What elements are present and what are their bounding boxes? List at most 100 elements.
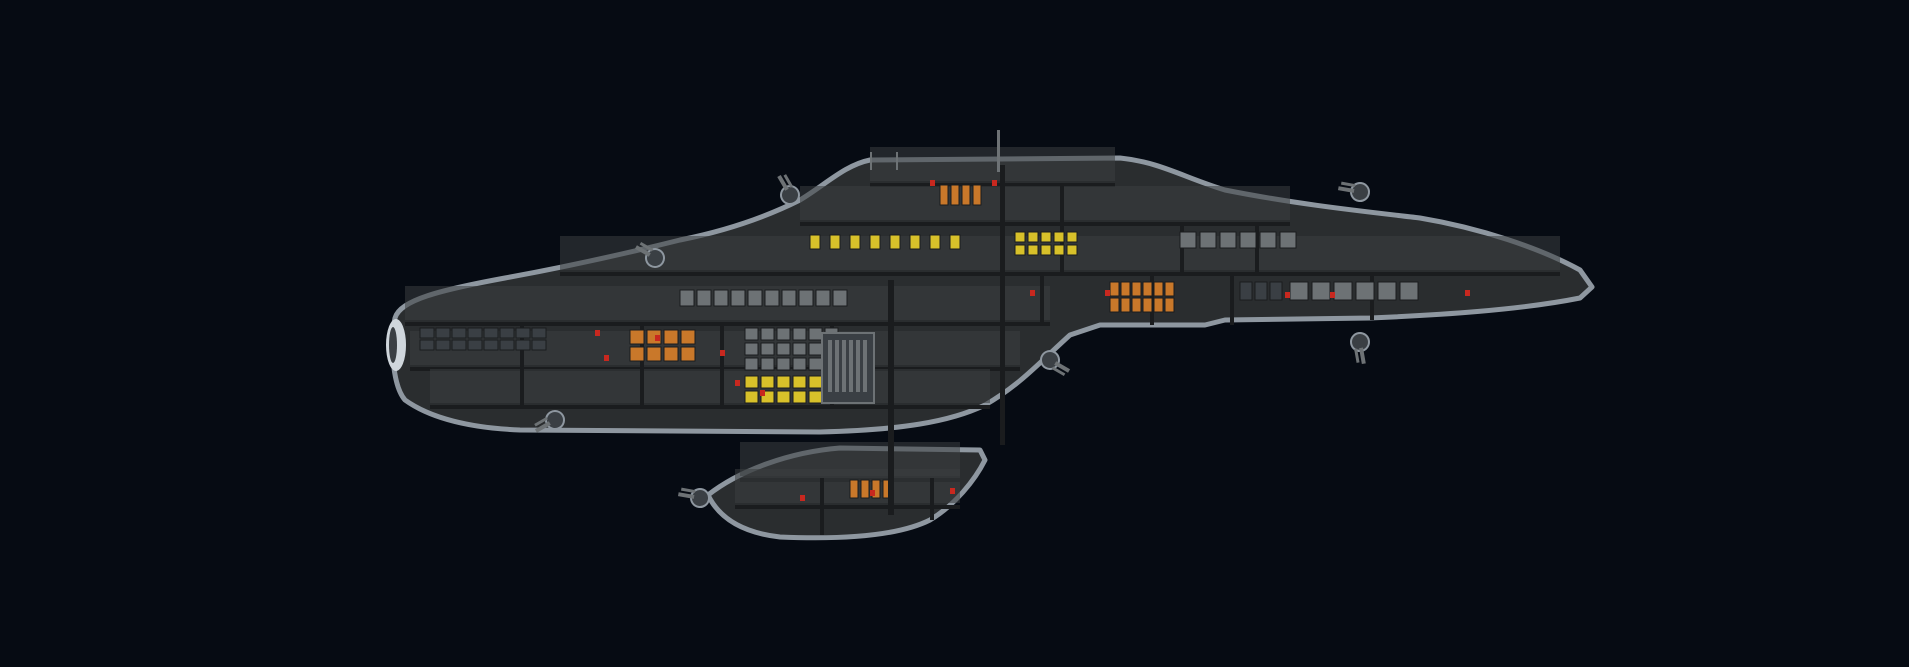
crew-locker bbox=[764, 289, 780, 307]
battery-module bbox=[1109, 297, 1120, 313]
equipment-modules bbox=[419, 184, 1419, 499]
turret-icon bbox=[534, 410, 565, 433]
crew-locker bbox=[713, 289, 729, 307]
warning-light bbox=[800, 495, 805, 501]
pump-station bbox=[909, 234, 921, 250]
bulkhead-wall bbox=[520, 322, 524, 405]
crew-locker bbox=[730, 289, 746, 307]
crew-locker bbox=[747, 289, 763, 307]
turret-icon bbox=[1337, 181, 1370, 202]
warning-light bbox=[1465, 290, 1470, 296]
engine-room-console bbox=[467, 327, 483, 339]
pump-station bbox=[1014, 231, 1026, 243]
bulkhead-wall bbox=[720, 322, 724, 405]
crew-locker bbox=[832, 289, 848, 307]
cargo-locker bbox=[760, 357, 775, 371]
cargo-locker bbox=[760, 327, 775, 341]
engine-room-console bbox=[419, 339, 435, 351]
storage-cabinet bbox=[1219, 231, 1237, 249]
antenna-icon bbox=[870, 130, 1000, 172]
battery-module bbox=[663, 346, 679, 362]
turret-barrel bbox=[1054, 361, 1071, 373]
reactor-rod bbox=[842, 340, 846, 392]
engine-room-console bbox=[483, 327, 499, 339]
engine-room-console bbox=[499, 327, 515, 339]
cargo-locker bbox=[792, 357, 807, 371]
battery-module bbox=[1120, 281, 1131, 297]
engine-room-console bbox=[451, 339, 467, 351]
ladder-shafts bbox=[888, 165, 1005, 515]
warning-light bbox=[720, 350, 725, 356]
pump-station bbox=[1027, 231, 1039, 243]
reactor-rod bbox=[835, 340, 839, 392]
battery-module bbox=[629, 329, 645, 345]
deck-room bbox=[430, 369, 990, 403]
storage-cabinet bbox=[1399, 281, 1419, 301]
pump-station bbox=[1066, 231, 1078, 243]
warning-light bbox=[930, 180, 935, 186]
storage-cabinet bbox=[1289, 281, 1309, 301]
hazard-crate bbox=[792, 390, 807, 404]
storage-cabinet bbox=[1179, 231, 1197, 249]
supercapacitor bbox=[939, 184, 949, 206]
battery-module bbox=[663, 329, 679, 345]
hazard-crate bbox=[808, 390, 823, 404]
storage-cabinet bbox=[1199, 231, 1217, 249]
reactor-rod bbox=[828, 340, 832, 392]
reactor-rod bbox=[849, 340, 853, 392]
storage-cabinet bbox=[1259, 231, 1277, 249]
engine-room-console bbox=[515, 327, 531, 339]
bulkhead-wall bbox=[930, 478, 934, 520]
crew-locker bbox=[679, 289, 695, 307]
engine-room-console bbox=[531, 327, 547, 339]
cargo-locker bbox=[792, 342, 807, 356]
cargo-locker bbox=[808, 342, 823, 356]
engine-room-console bbox=[435, 339, 451, 351]
turret-barrel bbox=[777, 174, 789, 191]
supercapacitor bbox=[950, 184, 960, 206]
engine-room-console bbox=[531, 339, 547, 351]
warning-light bbox=[1105, 290, 1110, 296]
bulkhead-wall bbox=[1060, 183, 1064, 272]
bulkhead-wall bbox=[1040, 272, 1044, 325]
battery-module bbox=[1164, 297, 1175, 313]
battery-module bbox=[1131, 297, 1142, 313]
supercapacitor bbox=[849, 479, 859, 499]
cargo-locker bbox=[744, 327, 759, 341]
turret-barrel bbox=[1354, 348, 1360, 363]
storage-cabinet bbox=[1333, 281, 1353, 301]
hazard-crate bbox=[808, 375, 823, 389]
cargo-locker bbox=[776, 357, 791, 371]
cargo-locker bbox=[808, 357, 823, 371]
turret-icon bbox=[634, 241, 665, 268]
crew-locker bbox=[781, 289, 797, 307]
turret-barrel bbox=[680, 487, 696, 494]
control-panel bbox=[1239, 281, 1253, 301]
reactor-rod bbox=[856, 340, 860, 392]
battery-module bbox=[646, 346, 662, 362]
engine-icon bbox=[386, 319, 406, 371]
turret-barrel bbox=[534, 421, 551, 433]
hazard-crate bbox=[776, 375, 791, 389]
warning-light bbox=[992, 180, 997, 186]
cargo-locker bbox=[792, 327, 807, 341]
warning-light bbox=[1285, 292, 1290, 298]
battery-module bbox=[1109, 281, 1120, 297]
pump-station bbox=[1066, 244, 1078, 256]
deck-floor bbox=[405, 322, 1050, 326]
pump-station bbox=[849, 234, 861, 250]
battery-module bbox=[1153, 297, 1164, 313]
turret-barrel bbox=[634, 245, 651, 257]
storage-cabinet bbox=[1311, 281, 1331, 301]
pump-station bbox=[1027, 244, 1039, 256]
battery-module bbox=[1164, 281, 1175, 297]
turret-barrel bbox=[783, 174, 794, 188]
pump-station bbox=[1040, 244, 1052, 256]
reactor-icon bbox=[821, 332, 875, 404]
supercapacitor bbox=[961, 184, 971, 206]
pump-station bbox=[949, 234, 961, 250]
pump-station bbox=[1040, 231, 1052, 243]
pump-station bbox=[869, 234, 881, 250]
